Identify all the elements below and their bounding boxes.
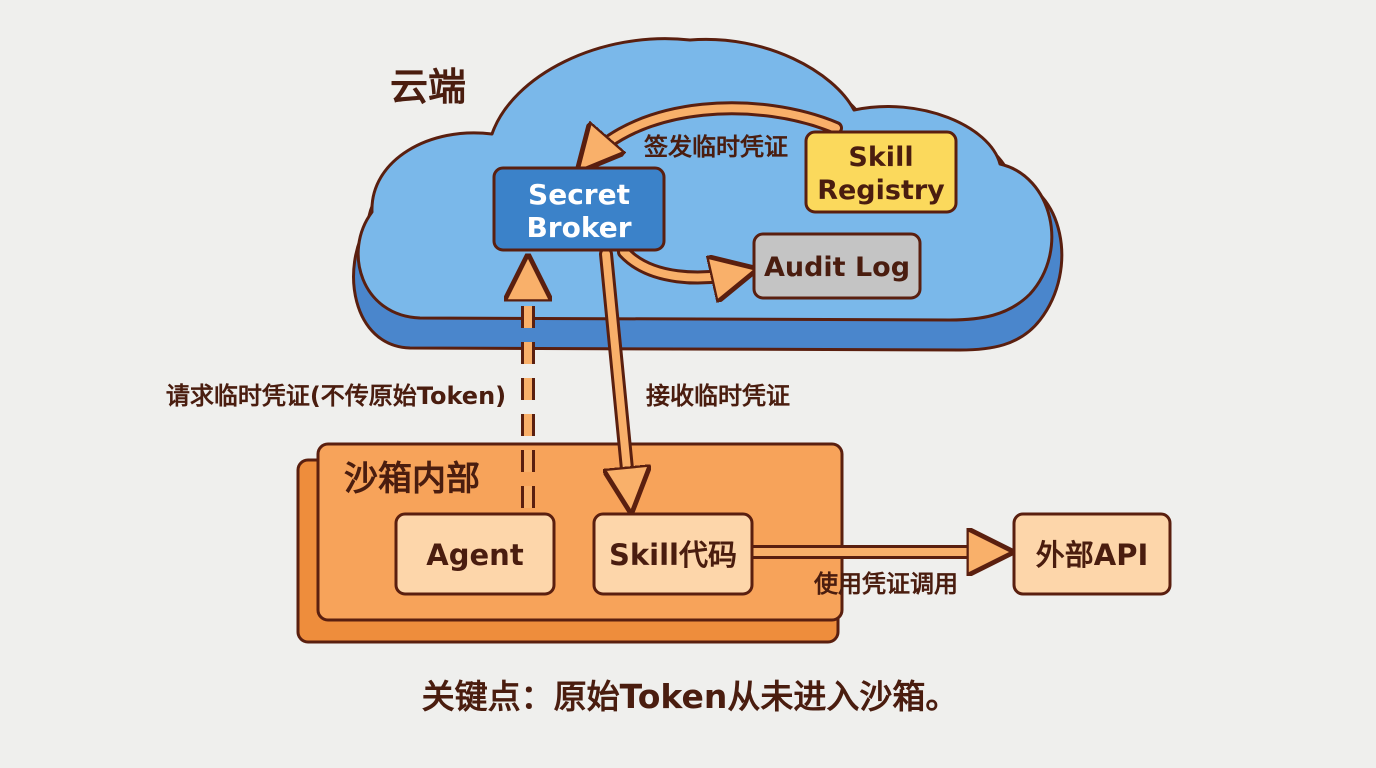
cloud-zone-title: 云端	[390, 65, 466, 109]
external-api-label: 外部API	[1036, 538, 1149, 572]
takeaway-text: 关键点：原始Token从未进入沙箱。	[422, 677, 959, 716]
node-external-api[interactable]: 外部API	[1012, 512, 1172, 596]
edge-label-receive-credential: 接收临时凭证	[646, 382, 790, 410]
node-agent[interactable]: Agent	[394, 512, 556, 596]
sandbox-zone: 沙箱内部	[296, 442, 844, 644]
sandbox-zone-title: 沙箱内部	[344, 459, 480, 499]
audit-log-label: Audit Log	[764, 252, 910, 283]
node-secret-broker[interactable]: Secret Broker	[492, 166, 666, 252]
edge-receive-credential-fill	[602, 250, 630, 500]
edge-label-issue-credential: 签发临时凭证	[643, 133, 788, 161]
secret-broker-label-line1: Secret	[528, 178, 630, 211]
skill-code-label: Skill代码	[609, 538, 737, 572]
skill-registry-label-line1: Skill	[848, 142, 913, 173]
skill-registry-label-line2: Registry	[817, 175, 945, 206]
edge-label-use-credential: 使用凭证调用	[813, 570, 958, 598]
edge-audit-fill	[620, 248, 744, 277]
node-skill-code[interactable]: Skill代码	[592, 512, 754, 596]
node-skill-registry[interactable]: Skill Registry	[804, 130, 958, 214]
secret-broker-label-line2: Broker	[526, 211, 631, 244]
edge-label-request-credential: 请求临时凭证(不传原始Token)	[166, 382, 506, 410]
agent-label: Agent	[426, 538, 524, 572]
edge-issue-credential-fill	[586, 104, 840, 162]
node-audit-log[interactable]: Audit Log	[752, 232, 922, 300]
